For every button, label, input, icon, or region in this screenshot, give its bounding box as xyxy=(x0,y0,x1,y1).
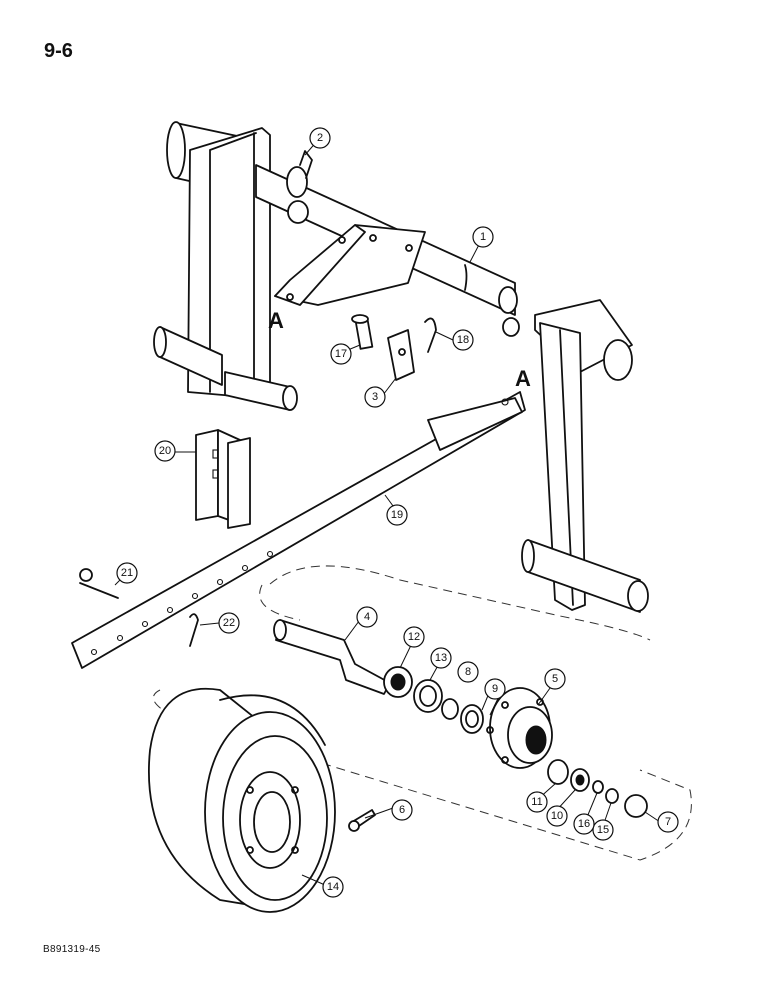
callout-11: 11 xyxy=(526,791,548,813)
wheel xyxy=(148,687,336,913)
callout-14: 14 xyxy=(322,876,344,898)
callout-18: 18 xyxy=(452,329,474,351)
outer-hardware xyxy=(547,759,648,818)
svg-text:6: 6 xyxy=(399,804,405,816)
left-frame-assembly xyxy=(153,121,298,411)
hub xyxy=(486,687,553,769)
channel-brackets xyxy=(195,429,251,529)
hitch-bracket xyxy=(274,224,426,306)
reference-code: B891319-45 xyxy=(43,944,101,955)
svg-text:18: 18 xyxy=(457,334,469,346)
callout-12: 12 xyxy=(403,626,425,648)
spindle xyxy=(273,619,391,695)
callout-19: 19 xyxy=(386,504,408,526)
svg-text:22: 22 xyxy=(223,617,235,629)
svg-text:19: 19 xyxy=(391,509,403,521)
svg-text:3: 3 xyxy=(372,391,378,403)
svg-text:5: 5 xyxy=(552,673,558,685)
callout-17: 17 xyxy=(330,343,352,365)
section-marker-left: A xyxy=(268,308,284,333)
page-number: 9-6 xyxy=(44,40,73,62)
svg-text:20: 20 xyxy=(159,445,171,457)
svg-text:17: 17 xyxy=(335,348,347,360)
callout-5: 5 xyxy=(544,668,566,690)
svg-text:11: 11 xyxy=(531,796,542,808)
svg-text:9: 9 xyxy=(492,683,498,695)
callout-20: 20 xyxy=(154,440,176,462)
callout-4: 4 xyxy=(356,606,378,628)
callout-21: 21 xyxy=(116,562,138,584)
svg-text:16: 16 xyxy=(578,818,590,830)
svg-text:7: 7 xyxy=(665,816,671,828)
svg-text:21: 21 xyxy=(121,567,133,579)
callout-8: 8 xyxy=(457,661,479,683)
callout-6: 6 xyxy=(391,799,413,821)
callout-13: 13 xyxy=(430,647,452,669)
callout-15: 15 xyxy=(592,819,614,841)
small-hardware xyxy=(79,150,437,647)
callout-3: 3 xyxy=(364,386,386,408)
callout-22: 22 xyxy=(218,612,240,634)
callout-10: 10 xyxy=(546,805,568,827)
callout-2: 2 xyxy=(309,127,331,149)
callout-9: 9 xyxy=(484,678,506,700)
right-frame-assembly xyxy=(521,299,649,613)
bearings xyxy=(383,666,484,734)
callout-7: 7 xyxy=(657,811,679,833)
svg-text:1: 1 xyxy=(480,231,486,243)
wheel-bolt xyxy=(348,809,376,832)
svg-text:14: 14 xyxy=(327,881,339,893)
callout-1: 1 xyxy=(472,226,494,248)
svg-text:13: 13 xyxy=(435,652,447,664)
drawbar xyxy=(71,391,526,669)
svg-text:8: 8 xyxy=(465,666,471,678)
svg-text:12: 12 xyxy=(408,631,420,643)
assembly-path xyxy=(259,565,651,641)
svg-text:15: 15 xyxy=(597,824,609,836)
svg-text:2: 2 xyxy=(317,132,323,144)
svg-text:10: 10 xyxy=(551,810,563,822)
svg-text:4: 4 xyxy=(364,611,370,623)
callout-16: 16 xyxy=(573,813,595,835)
section-marker-right: A xyxy=(515,366,531,391)
